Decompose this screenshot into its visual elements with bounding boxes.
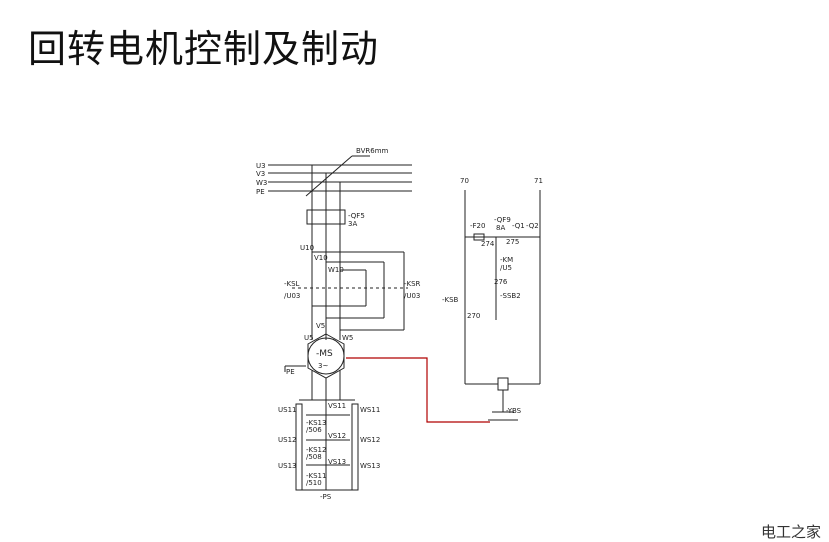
label-276: 276 (494, 278, 508, 286)
label-274: 274 (481, 240, 495, 248)
label-ksl-ref: /U03 (284, 292, 300, 300)
label-w10: W10 (328, 266, 344, 274)
label-qf9: -QF9 (494, 216, 511, 224)
label-f20: -F20 (470, 222, 485, 230)
label-vs11: VS11 (328, 402, 346, 410)
label-ps: -PS (320, 493, 332, 501)
label-ksb: -KSB (442, 296, 459, 304)
label-v3: V3 (256, 170, 265, 178)
label-u5: U5 (304, 334, 314, 342)
label-v5: V5 (316, 322, 325, 330)
label-275: 275 (506, 238, 519, 246)
resistor-right (351, 403, 359, 491)
fuse-f20 (473, 233, 485, 241)
cable-slash (305, 155, 353, 197)
label-ks11: -KS11 (306, 472, 326, 480)
label-270: 270 (467, 312, 480, 320)
label-km-ref: /U5 (500, 264, 512, 272)
label-motor: -MS (316, 349, 333, 359)
label-ks13-ref: /506 (306, 426, 322, 434)
label-ybs: -YBS (506, 407, 522, 415)
label-us12: US12 (278, 436, 296, 444)
label-ws12: WS12 (360, 436, 380, 444)
label-km: -KM (500, 256, 513, 264)
label-ks13: -KS13 (306, 419, 326, 427)
label-ssb2: -SSB2 (500, 292, 521, 300)
label-qf5-rating: 3A (348, 220, 357, 228)
label-ksr-ref: /U03 (404, 292, 420, 300)
label-ks12: -KS12 (306, 446, 326, 454)
label-qf5: -QF5 (348, 212, 365, 220)
label-u10: U10 (300, 244, 314, 252)
label-motor-type: 3~ (318, 362, 328, 370)
label-ksr: -KSR (404, 280, 421, 288)
label-71: 71 (534, 177, 543, 185)
watermark: 电工之家 (760, 523, 821, 541)
label-us11: US11 (278, 406, 296, 414)
label-qf9-rating: 8A (496, 224, 505, 232)
label-ksl: -KSL (284, 280, 300, 288)
label-pe: PE (256, 188, 265, 196)
label-cable: BVR6mm (356, 147, 389, 155)
label-ws13: WS13 (360, 462, 380, 470)
brake-coil-ybs (497, 377, 509, 391)
label-w5: W5 (342, 334, 353, 342)
label-vs13: VS13 (328, 458, 346, 466)
label-vs12: VS12 (328, 432, 346, 440)
breaker-qf5 (306, 209, 346, 225)
resistor-left (295, 403, 303, 491)
label-70: 70 (460, 177, 469, 185)
label-ks12-ref: /508 (306, 453, 322, 461)
label-pe-gnd: PE (286, 368, 295, 376)
page-title: 回转电机控制及制动 (28, 27, 380, 71)
label-q1: -Q1 (512, 222, 525, 230)
label-ws11: WS11 (360, 406, 380, 414)
label-w3: W3 (256, 179, 267, 187)
label-q2: -Q2 (526, 222, 539, 230)
brake-link (346, 357, 490, 423)
label-us13: US13 (278, 462, 296, 470)
label-u3: U3 (256, 162, 266, 170)
label-ks11-ref: /510 (306, 479, 322, 487)
label-v10: V10 (314, 254, 328, 262)
